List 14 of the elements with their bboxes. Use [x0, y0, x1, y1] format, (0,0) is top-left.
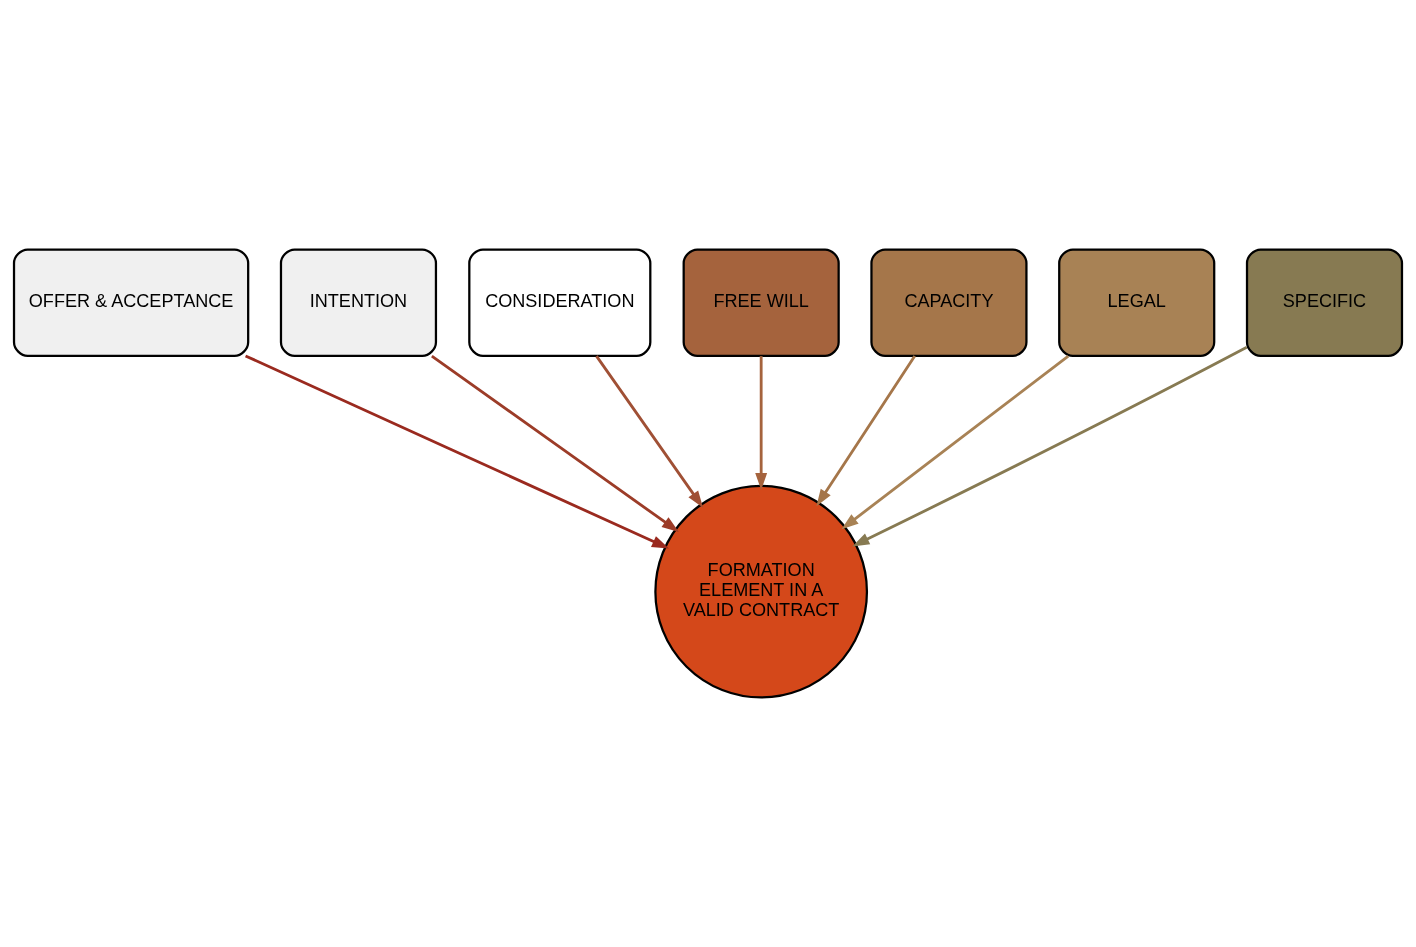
arrow: [431, 354, 679, 532]
arrow: [841, 354, 1070, 530]
node-box: LEGAL: [1058, 248, 1216, 357]
node-box: INTENTION: [279, 248, 438, 357]
node-box: OFFER & ACCEPTANCE: [12, 248, 250, 357]
node-box: CAPACITY: [870, 248, 1028, 357]
arrow: [244, 354, 669, 549]
node-box: FREE WILL: [682, 248, 840, 357]
node-box: SPECIFIC: [1245, 248, 1404, 357]
arrow: [852, 346, 1248, 547]
arrow: [755, 356, 768, 491]
node-box: CONSIDERATION: [468, 248, 652, 357]
arrow: [816, 355, 916, 507]
arrow: [595, 355, 704, 508]
